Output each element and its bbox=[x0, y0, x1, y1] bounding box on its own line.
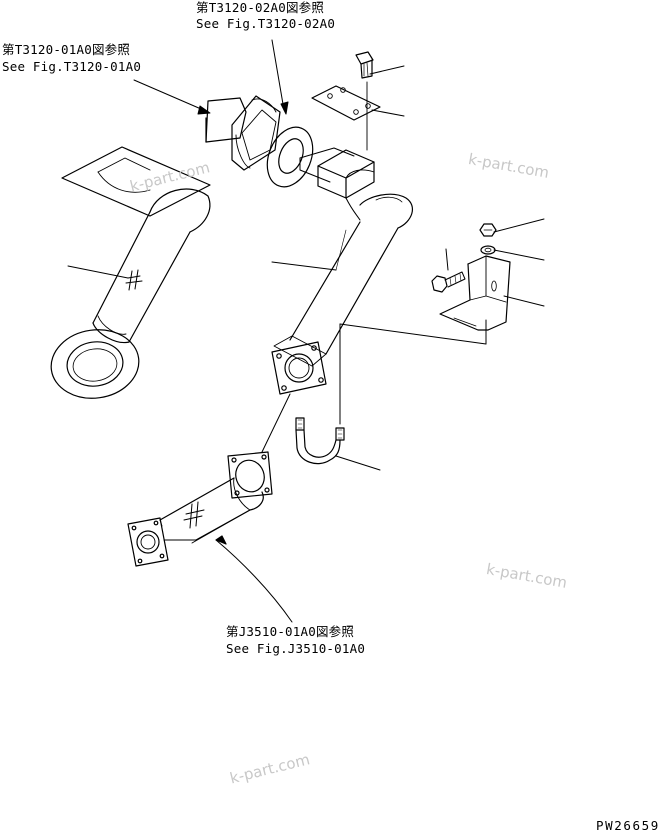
ref-label-bottom-jp: 第J3510-01A0図参照 bbox=[226, 624, 355, 639]
lower-exhaust-pipe bbox=[127, 393, 293, 623]
ref-label-muffler-left-jp: 第T3120-01A0図参照 bbox=[2, 42, 131, 57]
right-exhaust-pipe bbox=[271, 147, 414, 395]
leader-lines bbox=[67, 218, 545, 471]
ref-label-muffler-top-jp: 第T3120-02A0図参照 bbox=[196, 0, 325, 15]
ref-label-muffler-left-en: See Fig.T3120-01A0 bbox=[2, 59, 142, 74]
figure-id: PW26659 bbox=[596, 818, 660, 833]
left-exhaust-pipe bbox=[50, 146, 211, 399]
top-bolt-and-plate bbox=[311, 51, 405, 151]
ref-label-bottom-en: See Fig.J3510-01A0 bbox=[226, 641, 366, 656]
u-bolt bbox=[295, 417, 345, 465]
muffler-flange-parts bbox=[205, 95, 314, 188]
reference-arrows bbox=[133, 39, 289, 115]
bracket-hardware bbox=[431, 223, 511, 331]
ref-label-muffler-top-en: See Fig.T3120-02A0 bbox=[196, 16, 336, 31]
